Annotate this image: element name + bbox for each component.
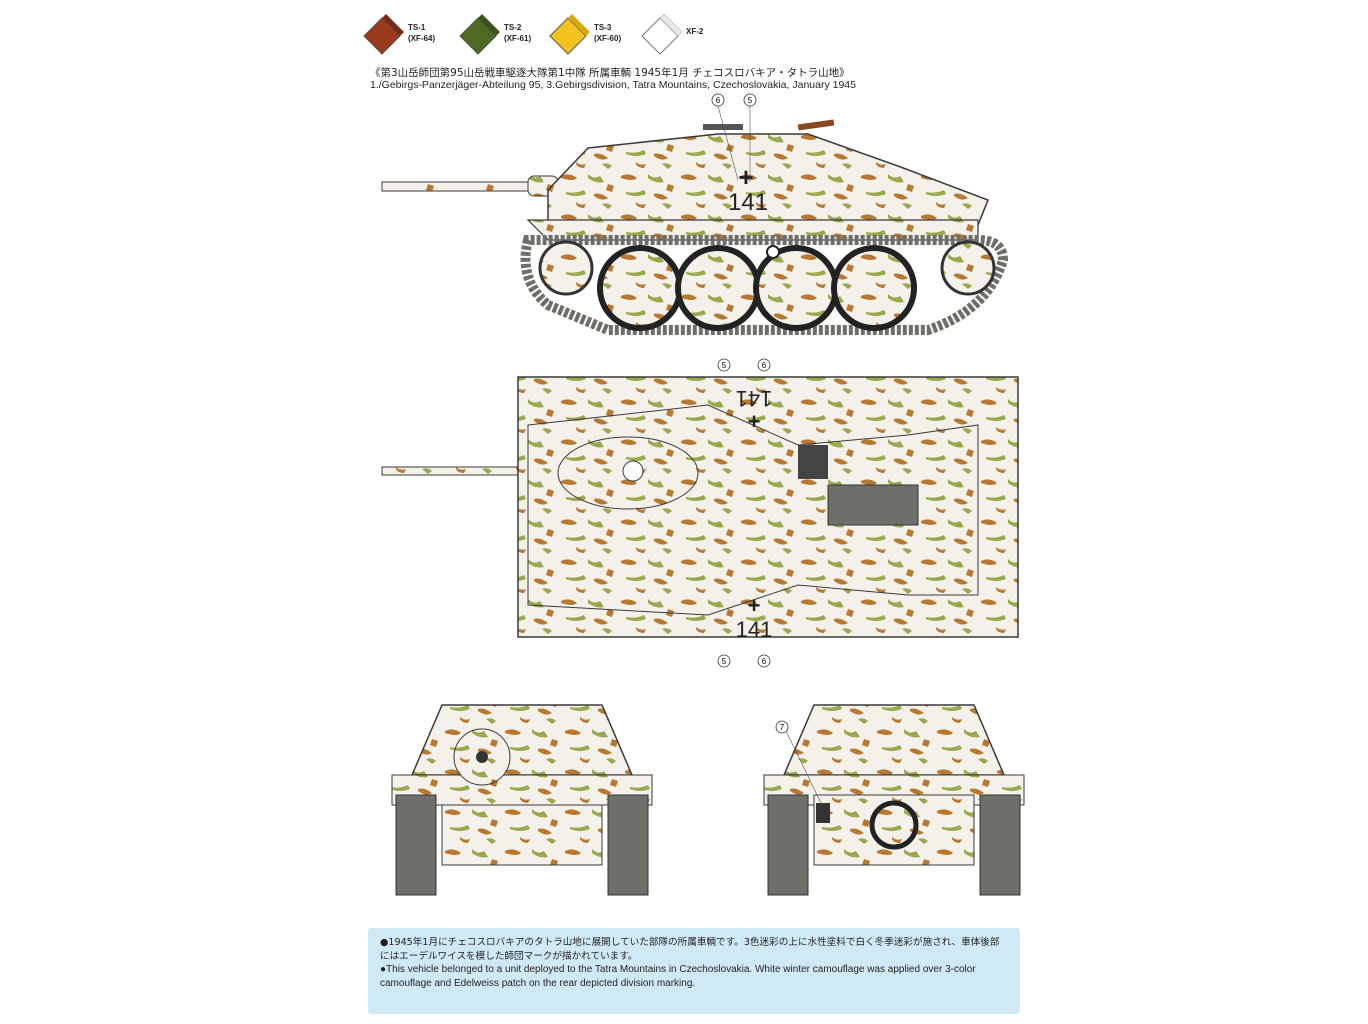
paint-swatches: TS-1 (XF-64) TS-2 (XF-61) TS-3 (XF-60) XF-2 [360,14,800,58]
title-japanese: 《第3山岳師団第95山岳戦車駆逐大隊第1中隊 所属車輌 1945年1月 チェコス… [370,67,850,79]
description-note: ●1945年1月にチェコスロバキアのタトラ山地に展開していた部隊の所属車輌です。… [368,928,1020,1014]
track-left [395,794,437,896]
paint-can-icon [459,14,500,55]
side-view-drawing: + 141 6 5 [381,93,1009,335]
paint-can-icon [641,14,683,55]
paint-code: XF-2 [686,27,704,36]
exhaust [869,800,919,850]
top-view-drawing: 141 + + 141 5 6 5 6 [381,358,1019,668]
balkenkreuz: + [748,593,761,618]
callout-number: 5 [748,96,753,105]
note-english: ●This vehicle belonged to a unit deploye… [380,964,976,989]
hatch [798,445,828,479]
gun-barrel [381,181,533,192]
callout-number: 5 [722,361,727,370]
paint-ref: (XF-64) [408,34,436,43]
rear-plate [813,794,975,866]
paint-ref: (XF-61) [504,34,532,43]
track-right [607,794,649,896]
machine-gun-stock [797,119,835,131]
lower-glacis [441,804,603,866]
track-left [767,794,809,896]
track-right [979,794,1021,896]
track [520,235,1009,335]
title-english: 1./Gebirgs-Panzerjäger-Abteilung 95, 3.G… [370,79,856,91]
rear-view-drawing: 7 [763,704,1025,896]
balkenkreuz: + [738,162,753,192]
paint-ref: (XF-60) [594,34,622,43]
edelweiss-patch [816,803,830,823]
callout-number: 6 [762,361,767,370]
rear-superstructure [782,704,1006,776]
callout-number: 5 [722,657,727,666]
callout-number: 6 [762,657,767,666]
vehicle-number-rear: 141 [736,386,773,411]
machine-gun [703,124,743,130]
paint-code: TS-2 [504,23,522,32]
paint-code: TS-1 [408,23,426,32]
vehicle-number: 141 [728,189,768,216]
spare-track-links [827,484,919,526]
paint-code: TS-3 [594,23,612,32]
note-japanese: ●1945年1月にチェコスロバキアのタトラ山地に展開していた部隊の所属車輌です。… [380,937,1000,962]
front-superstructure [410,704,634,776]
road-wheels [538,240,996,331]
vehicle-number-front: 141 [736,617,773,642]
balkenkreuz: + [748,409,761,434]
front-view-drawing [391,704,653,896]
callout-number: 6 [716,96,721,105]
callout-number: 7 [780,723,785,732]
paint-can-icon [363,14,404,55]
paint-can-icon [549,14,590,55]
